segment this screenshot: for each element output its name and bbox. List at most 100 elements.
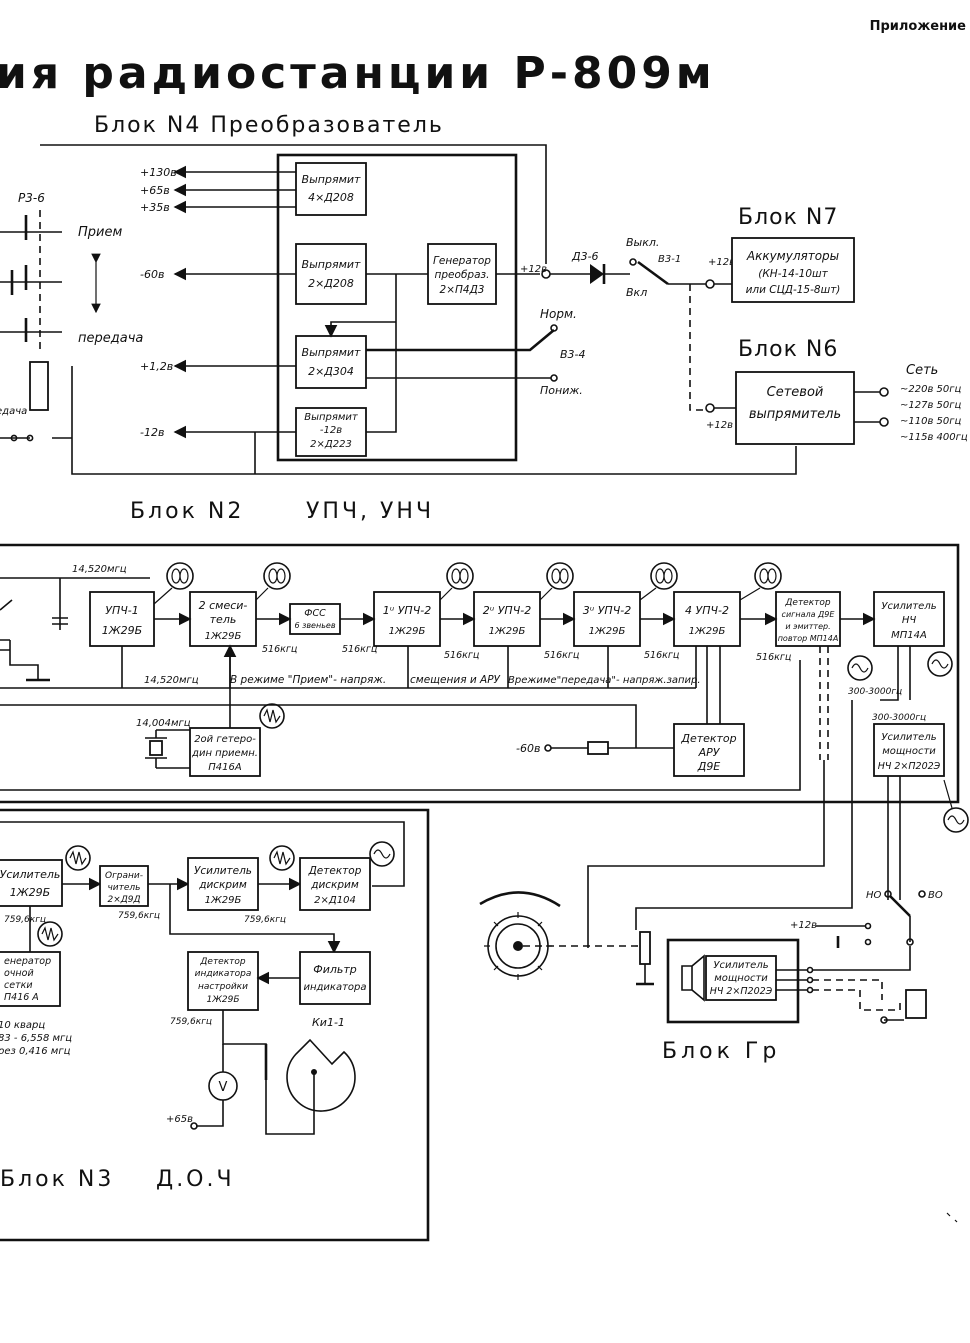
upch2-1-line2: 1Ж29Б: [389, 626, 426, 637]
upch2-3-line2: 1Ж29Б: [589, 626, 626, 637]
disc-det-line1: Детектор: [308, 865, 362, 877]
b3-gen-line1: енератор: [4, 956, 51, 967]
page-title: ия радиостанции Р-809м: [0, 48, 716, 99]
disc-det-line3: 2×Д104: [314, 895, 356, 906]
battery-box: [731, 237, 855, 303]
generator-box: [427, 243, 497, 305]
mains-rectifier-box: [735, 371, 855, 445]
upch2-3-box: [573, 591, 641, 647]
heterodyne-line3: П416А: [208, 762, 242, 773]
potentiometer: [639, 931, 651, 965]
appendix-label: Приложение: [870, 19, 967, 34]
block7-title: Блок N7: [738, 205, 838, 230]
freq-759-4: 759,6кгц: [170, 1017, 212, 1027]
out-minus12: -12в: [140, 426, 164, 439]
upch2-1-box: [373, 591, 441, 647]
rectifier4-line2: -12в: [320, 425, 342, 436]
upch2-3-line1: 3ᵘ УПЧ-2: [583, 604, 631, 617]
generator-line1: Генератор: [433, 255, 491, 267]
crystal-line1: 10 кварц: [0, 1020, 45, 1031]
lowered-label: Пониж.: [540, 384, 583, 397]
fss-line2: 6 звеньев: [294, 621, 335, 630]
gr-amp-line3: НЧ 2×П202Э: [710, 986, 773, 997]
freq-516-3: 516кгц: [444, 650, 479, 661]
freq-759-3: 759,6кгц: [244, 915, 286, 925]
block6-title: Блок N6: [738, 337, 838, 362]
upch2-2-box: [473, 591, 541, 647]
detector-line3: и эмиттер.: [785, 622, 830, 631]
xtal-freq: 14,004мгц: [136, 718, 191, 729]
heterodyne-line2: дин приемн.: [191, 748, 258, 759]
gr-amp-line1: Усилитель: [713, 960, 768, 971]
crystal-14mhz: [149, 740, 163, 756]
freq-516-2: 516кгц: [342, 644, 377, 655]
norm-label: Норм.: [540, 307, 577, 321]
mode-partial: едача: [0, 406, 27, 417]
limiter-line1: Ограни-: [105, 871, 143, 881]
out-minus60: -60в: [140, 268, 164, 281]
block3-frame: [0, 808, 430, 1242]
fss-line1: ФСС: [304, 608, 326, 619]
disc-amp-line1: Усилитель: [194, 865, 252, 877]
block3-subtitle: Д.О.Ч: [156, 1167, 235, 1192]
upch2-2-line1: 2ᵘ УПЧ-2: [483, 604, 531, 617]
resistor-r1: [587, 741, 609, 755]
battery-line2: (КН-14-10шт: [758, 268, 828, 280]
mains-110: ~110в 50гц: [900, 416, 962, 427]
band-300: 300-3000гц: [848, 687, 902, 697]
block2-subtitle: УПЧ, УНЧ: [306, 499, 434, 524]
crystal-line3: рез 0,416 мгц: [0, 1046, 71, 1057]
rectifier3-line2: 2×Д304: [308, 365, 354, 378]
b3-amp-box: [0, 859, 63, 907]
diode-d3-6: [590, 264, 604, 284]
gr-plus12: +12в: [790, 920, 817, 931]
rectifier3-line1: Выпрямит: [302, 346, 361, 359]
disc-det-line2: дискрим: [310, 879, 359, 891]
upch2-4-line2: 1Ж29Б: [689, 626, 726, 637]
mixer2-line2: тель: [210, 613, 237, 626]
rectifier1-box: [295, 162, 367, 216]
mains-rectifier-line2: выпрямитель: [749, 407, 841, 422]
crystal-line2: 83 - 6,558 мгц: [0, 1033, 72, 1044]
band-300b: 300-3000гц: [872, 713, 926, 723]
mains-rectifier-line1: Сетевой: [767, 385, 824, 400]
out-plus65: +65в: [140, 184, 170, 197]
gr-amp-line2: мощности: [714, 973, 768, 984]
heterodyne-line1: 2ой гетеро-: [194, 734, 256, 745]
limiter-box: [99, 865, 149, 907]
generator-line3: 2×П4Д3: [440, 284, 485, 296]
mixer2-line3: 1Ж29Б: [205, 631, 242, 642]
ind-filter-box: [299, 951, 371, 1005]
mains-127: ~127в 50гц: [900, 400, 962, 411]
b3-generator-box: [0, 951, 61, 1007]
b3-gen-line4: П416 А: [4, 992, 39, 1003]
heterodyne-box: [189, 727, 261, 777]
rectifier4-line3: 2×Д223: [310, 439, 352, 450]
plus12-right: +12в: [708, 257, 735, 268]
block4-title: Блок N4 Преобразователь: [94, 113, 444, 138]
ind-filter-line2: индикатора: [303, 982, 366, 993]
mixer2-line1: 2 смеси-: [199, 599, 248, 612]
freq-bottom: 14,520мгц: [144, 675, 199, 686]
upch2-4-box: [673, 591, 741, 647]
upch2-2-line2: 1Ж29Б: [489, 626, 526, 637]
ind-filter-line1: Фильтр: [313, 963, 357, 976]
freq-516-1: 516кгц: [262, 644, 297, 655]
ki-label: Ки1-1: [312, 1016, 345, 1029]
detector-line1: Детектор: [784, 598, 831, 608]
mains-label: Сеть: [906, 363, 938, 378]
power-amp-line1: Усилитель: [881, 732, 936, 743]
bias-note-1: В режиме "Прием"- напряж.: [230, 674, 386, 686]
b3-gen-line3: сетки: [4, 980, 33, 991]
dial-arc: [479, 891, 561, 908]
mains-220: ~220в 50гц: [900, 384, 962, 395]
power-amp-line2: мощности: [882, 746, 936, 757]
tuning-det-line1: Детектор: [199, 957, 246, 967]
plus12-left: +12в: [520, 264, 547, 275]
ho-label: НО: [866, 890, 882, 901]
rectifier2-line2: 2×Д208: [308, 277, 354, 290]
bias-note-3: Врежиме"передача"- напряж.запир.: [508, 675, 701, 686]
out-plus35: +35в: [140, 201, 170, 214]
detector-line4: повтор МП14А: [778, 634, 839, 643]
